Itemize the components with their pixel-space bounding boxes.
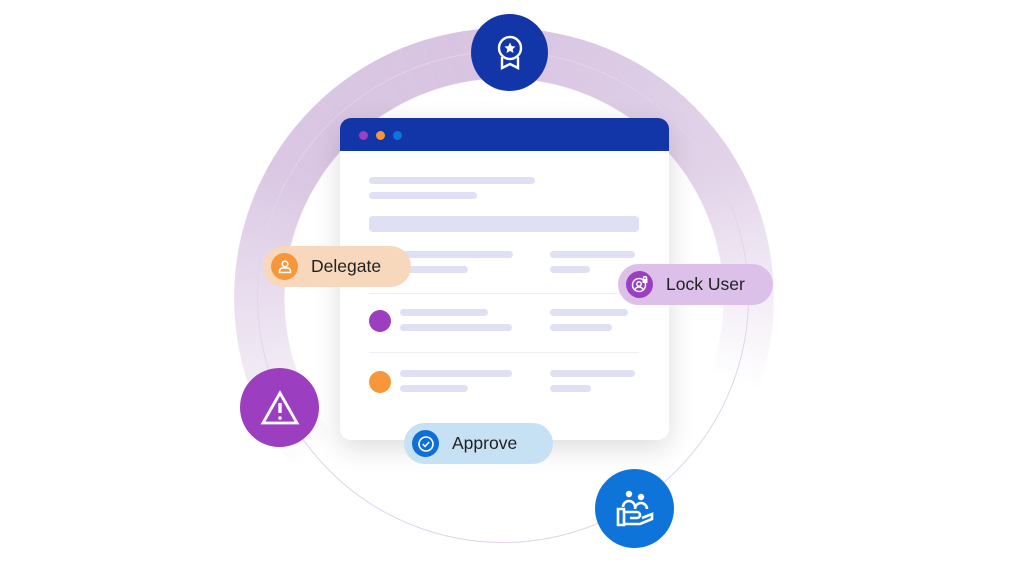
placeholder-line <box>400 370 512 377</box>
people-hand-icon <box>595 469 674 548</box>
placeholder-line <box>550 370 635 377</box>
placeholder-line <box>369 177 535 184</box>
placeholder-line <box>550 385 591 392</box>
approve-button[interactable]: Approve <box>404 423 553 464</box>
lock-user-button[interactable]: Lock User <box>618 264 773 305</box>
placeholder-line <box>550 309 628 316</box>
window-dot-blue <box>393 131 402 140</box>
list-avatar-orange <box>369 371 391 393</box>
lock-user-label: Lock User <box>666 274 745 294</box>
placeholder-line <box>550 266 590 273</box>
award-icon <box>471 14 548 91</box>
placeholder-line <box>550 251 635 258</box>
window-titlebar <box>340 118 669 151</box>
placeholder-line <box>400 309 488 316</box>
warning-icon <box>240 368 319 447</box>
placeholder-line <box>400 266 468 273</box>
user-lock-icon <box>626 271 653 298</box>
delegate-button[interactable]: Delegate <box>263 246 411 287</box>
placeholder-line <box>369 192 477 199</box>
placeholder-line <box>550 324 612 331</box>
placeholder-line <box>400 385 468 392</box>
delegate-label: Delegate <box>311 256 382 276</box>
window-dot-purple <box>359 131 368 140</box>
list-avatar-purple <box>369 310 391 332</box>
placeholder-line <box>400 251 513 258</box>
row-divider <box>369 293 639 294</box>
placeholder-line <box>400 324 512 331</box>
check-circle-icon <box>412 430 439 457</box>
approve-label: Approve <box>452 433 518 453</box>
window-dot-orange <box>376 131 385 140</box>
placeholder-banner <box>369 216 639 232</box>
row-divider <box>369 352 639 353</box>
user-icon <box>271 253 298 280</box>
app-window <box>340 118 669 440</box>
